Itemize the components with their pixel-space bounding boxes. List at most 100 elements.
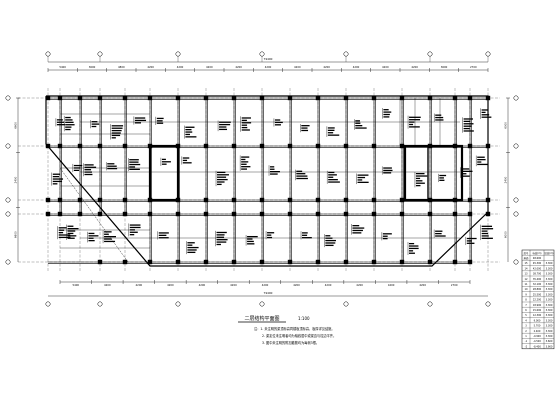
annotation-text xyxy=(477,156,485,158)
annotation-text xyxy=(461,173,467,175)
table-header: 层高(m) xyxy=(545,251,554,255)
annotation-text xyxy=(129,159,139,161)
annotation-text xyxy=(65,116,71,119)
annotation-text xyxy=(156,120,163,122)
column xyxy=(77,95,83,101)
column xyxy=(399,259,405,265)
table-cell: 15.600 xyxy=(533,309,542,312)
beam-lines xyxy=(48,97,488,264)
annotation-text xyxy=(185,129,192,131)
annotation-text xyxy=(67,237,75,239)
annotation-text xyxy=(217,181,225,183)
annotation-text xyxy=(481,111,486,114)
annotation-text xyxy=(463,123,474,125)
annotation-text xyxy=(352,232,362,234)
note-line: 2. 梁定位未注明者均为轴线居中或梁边与柱边平齐。 xyxy=(262,333,336,338)
axis-bubble xyxy=(97,51,103,57)
table-cell: 3.300 xyxy=(546,283,553,286)
annotation-text xyxy=(84,164,94,166)
annotation-text xyxy=(241,161,249,163)
table-cell: 3.300 xyxy=(546,278,553,281)
column xyxy=(287,197,293,203)
column xyxy=(427,197,433,203)
annotation-text xyxy=(111,137,116,139)
annotation-text xyxy=(463,127,470,130)
annotation-text xyxy=(104,233,109,235)
annotation-text xyxy=(355,120,360,122)
annotation-text xyxy=(267,236,273,239)
annotation-text xyxy=(327,132,334,134)
annotation-text xyxy=(58,231,64,234)
dimension-label: 4200 xyxy=(293,283,300,287)
column xyxy=(287,95,293,101)
dimension-label: 4200 xyxy=(382,65,389,69)
column xyxy=(57,143,63,149)
annotation-text xyxy=(58,229,65,231)
table-cell: 48.600 xyxy=(533,257,542,260)
axis-bubble xyxy=(5,197,11,203)
annotation-text xyxy=(301,129,309,132)
annotation-text xyxy=(302,234,308,236)
annotation-text xyxy=(65,128,71,131)
table-cell: 3.300 xyxy=(546,262,553,265)
annotation-text xyxy=(357,174,369,176)
annotation-text xyxy=(129,226,141,229)
table-cell: 5.700 xyxy=(534,325,541,328)
annotation-text xyxy=(415,180,423,182)
dimension-label: 4200 xyxy=(104,283,111,287)
annotation-text xyxy=(241,126,248,129)
annotation-text xyxy=(461,175,470,177)
annotation-text xyxy=(84,171,92,173)
annotation-text xyxy=(187,244,193,246)
column xyxy=(287,143,293,149)
plan-title-scale: 1:100 xyxy=(298,316,310,321)
annotation-text xyxy=(129,229,135,231)
annotation-text xyxy=(267,232,275,234)
annotation-text xyxy=(185,126,195,128)
annotation-text xyxy=(463,130,474,132)
annotation-text xyxy=(241,158,246,161)
dimension-label: 4200 xyxy=(230,283,237,287)
table-cell: 25.500 xyxy=(533,293,542,296)
column xyxy=(399,211,405,217)
axis-bubble xyxy=(5,95,11,101)
columns xyxy=(45,95,491,265)
annotation-text xyxy=(481,230,488,232)
table-cell: 3.300 xyxy=(546,314,553,317)
annotation-text xyxy=(408,252,415,254)
column xyxy=(467,95,473,101)
axis-bubble xyxy=(427,301,433,307)
annotation-text xyxy=(107,163,115,165)
annotation-text xyxy=(217,174,229,176)
column xyxy=(371,95,377,101)
annotation-text xyxy=(111,127,123,129)
axis-bubble xyxy=(97,301,103,307)
table-cell: 3.300 xyxy=(546,325,553,328)
annotation-text xyxy=(463,118,473,120)
column xyxy=(122,197,128,203)
annotation-text xyxy=(65,126,72,128)
column xyxy=(452,197,458,203)
annotation-text xyxy=(382,237,388,240)
column xyxy=(122,95,128,101)
axis-bubble xyxy=(45,301,51,307)
column xyxy=(203,95,209,101)
column xyxy=(259,211,265,217)
axis-bubble xyxy=(5,259,11,265)
annotation-text xyxy=(274,124,281,126)
annotation-text xyxy=(302,237,312,239)
annotation-text xyxy=(216,243,221,246)
annotation-text xyxy=(129,168,140,170)
table-cell: 9 xyxy=(525,293,527,296)
annotation-text xyxy=(383,172,392,174)
column xyxy=(371,197,377,203)
annotation-text xyxy=(219,123,231,126)
annotation-text xyxy=(408,245,419,247)
column xyxy=(427,95,433,101)
column xyxy=(371,143,377,149)
annotation-text xyxy=(104,240,116,243)
table-cell: 3.300 xyxy=(546,288,553,291)
column xyxy=(97,143,103,149)
annotation-text xyxy=(56,119,63,121)
table-border xyxy=(521,249,555,350)
